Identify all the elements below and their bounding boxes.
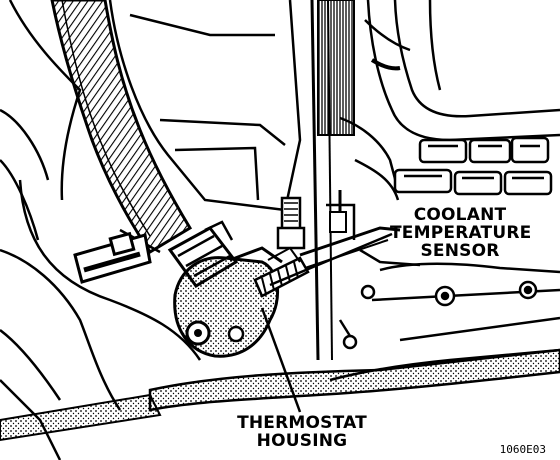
coolant-temperature-sensor-label: COOLANT TEMPERATURE SENSOR	[390, 205, 532, 261]
upper-radiator-hose	[50, 0, 193, 255]
leader-lines	[260, 232, 393, 413]
coolant-sensor-leader	[269, 232, 393, 287]
coolant-pipes	[299, 0, 401, 361]
thermostat-housing-shape	[173, 246, 283, 358]
thermostat-housing-label: THERMOSTAT HOUSING	[232, 414, 372, 450]
figure-id: 1060E03	[499, 443, 546, 456]
coolant-temperature-sensor-shape	[253, 196, 310, 298]
thermostat-housing-leader	[260, 307, 302, 413]
thermostat-label-line-2: HOUSING	[256, 431, 348, 451]
engine-block	[0, 0, 302, 460]
coolant-label-line-3: SENSOR	[420, 241, 500, 261]
lower-shaft	[0, 348, 560, 442]
coolant-label-line-1: COOLANT	[413, 205, 507, 225]
wiring-harness	[339, 0, 560, 201]
bracket	[73, 231, 152, 284]
electrical-connectors	[393, 136, 553, 196]
coolant-label-line-2: TEMPERATURE	[390, 223, 532, 243]
thermostat-label-line-1: THERMOSTAT	[237, 413, 367, 433]
